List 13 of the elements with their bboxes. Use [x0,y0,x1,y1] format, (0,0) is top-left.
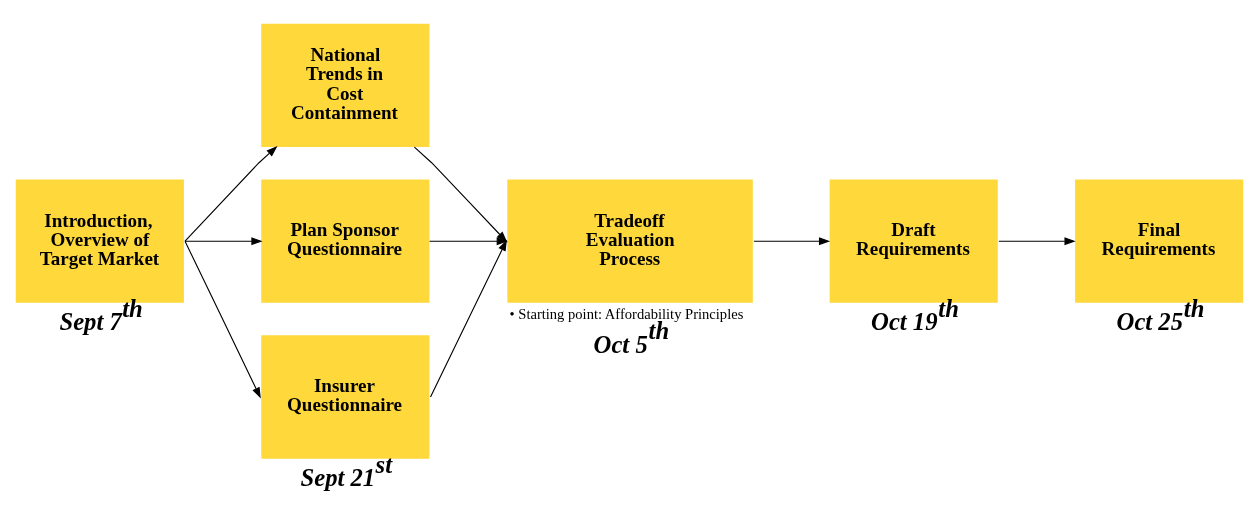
arrow [413,146,508,243]
arrow [998,237,1076,246]
arrow [184,145,278,242]
arrow [429,237,508,246]
arrow [753,237,831,246]
node-label: • Starting point: Affordability Principles [509,306,744,322]
arrow [184,240,261,399]
node-box: Insurer Questionnaire [261,335,430,459]
arrow [429,239,507,398]
node-box: National Trends in Cost Containment [261,23,430,148]
arrow [184,237,263,246]
node-box: Plan Sponsor Questionnaire [261,179,430,303]
node-box: Tradeoff Evaluation Process [507,179,753,303]
